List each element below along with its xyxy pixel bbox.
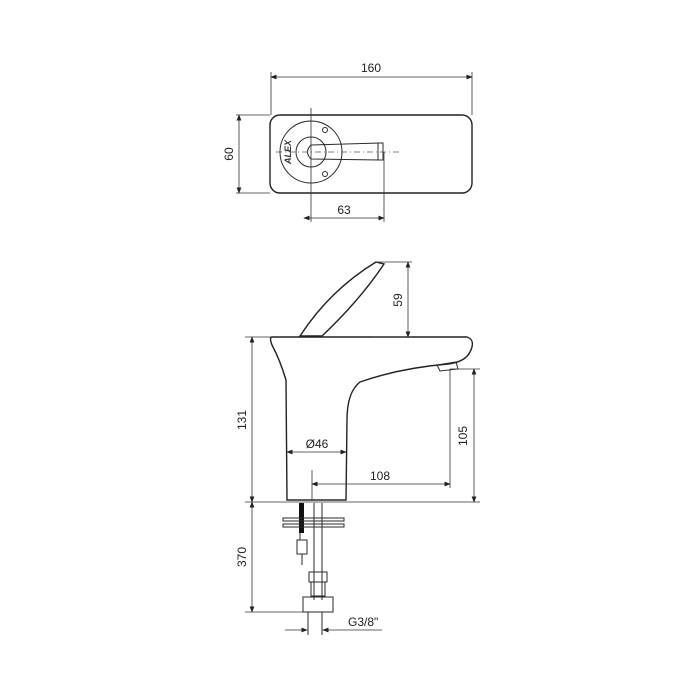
dim-handle-label: 63 xyxy=(337,203,351,217)
dim-body-height-label: 131 xyxy=(235,410,249,430)
top-view: 160 60 ALEX 63 xyxy=(222,61,473,222)
handle-top xyxy=(307,142,384,161)
side-view: 59 131 105 Ø46 108 370 G xyxy=(235,261,480,635)
lever-handle xyxy=(298,261,386,337)
dim-reach-label: 108 xyxy=(370,469,390,483)
hose-connector xyxy=(296,539,308,555)
dim-width-label: 160 xyxy=(361,61,381,75)
faucet-body xyxy=(269,336,474,501)
dim-handle-height-label: 59 xyxy=(391,293,405,307)
dim-diameter-label: Ø46 xyxy=(306,437,329,451)
dim-spout-height-label: 105 xyxy=(456,426,470,446)
brand-logo: ALEX xyxy=(283,139,293,165)
dim-hose-length-label: 370 xyxy=(235,547,249,567)
dim-depth-label: 60 xyxy=(222,147,236,161)
dim-thread-label: G3/8" xyxy=(348,615,378,629)
top-view-body-outline xyxy=(269,114,473,194)
threaded-nut xyxy=(302,596,334,613)
